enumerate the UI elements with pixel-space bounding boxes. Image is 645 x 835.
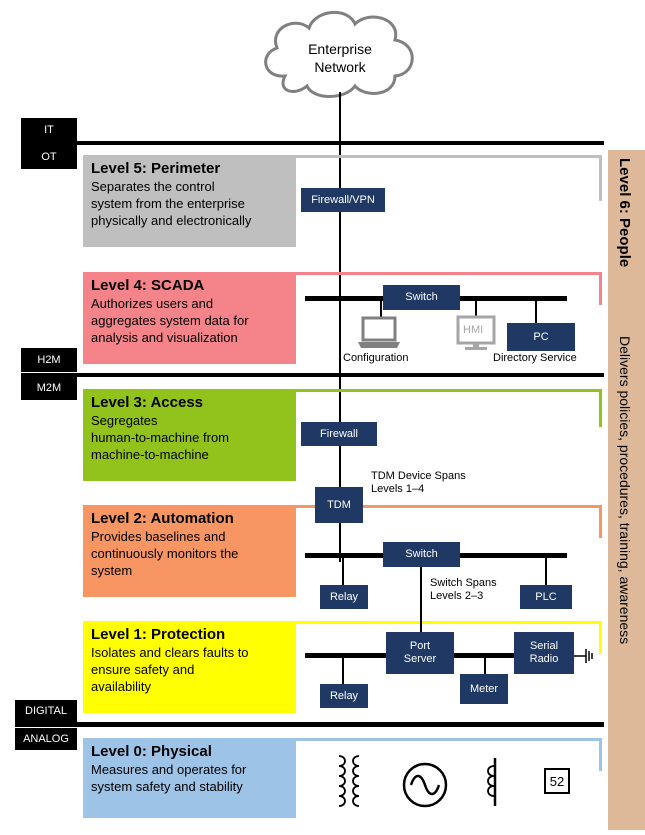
tdm-device: TDM	[315, 487, 363, 523]
level2-desc-3: system	[91, 563, 133, 578]
level6-title: Level 6: People	[616, 158, 633, 268]
level4-box: Level 4: SCADA Authorizes users and aggr…	[83, 272, 296, 364]
level1-desc-2: ensure safety and	[91, 662, 195, 677]
ot-label: OT	[21, 145, 77, 169]
level2-desc-1: Provides baselines and	[91, 529, 226, 544]
level4-desc-3: analysis and visualization	[91, 330, 238, 345]
level5-box: Level 5: Perimeter Separates the control…	[83, 155, 296, 247]
serial-radio-line1: Serial	[529, 640, 559, 652]
level5-desc-1: Separates the control	[91, 179, 215, 194]
port-server-device: Port Server	[386, 632, 454, 674]
level1-desc-3: availability	[91, 679, 151, 694]
config-drop	[380, 296, 382, 318]
level2-desc-2: continuously monitors the	[91, 546, 239, 561]
directory-service-label: Directory Service	[493, 352, 577, 364]
level3-box: Level 3: Access Segregates human-to-mach…	[83, 389, 296, 481]
level3-outline	[296, 389, 602, 427]
relay1-drop	[342, 655, 344, 685]
switch-note: Switch Spans Levels 2–3	[430, 577, 497, 603]
level1-title: Level 1: Protection	[91, 626, 226, 643]
pc-device: PC	[507, 323, 575, 351]
m2m-label: M2M	[21, 376, 77, 400]
breaker-52-icon: 52	[544, 768, 570, 794]
plc-drop	[545, 555, 547, 585]
tdm-note: TDM Device Spans Levels 1–4	[371, 470, 466, 496]
pc-drop	[535, 296, 537, 324]
level0-desc-1: Measures and operates for	[91, 762, 247, 777]
configuration-label: Configuration	[343, 352, 409, 364]
level4-desc-1: Authorizes users and	[91, 296, 214, 311]
current-transformer-icon	[487, 758, 497, 806]
tdm-note-2: Levels 1–4	[371, 483, 425, 495]
firewall-vpn-device: Firewall/VPN	[301, 188, 385, 212]
level1-desc-1: Isolates and clears faults to	[91, 645, 249, 660]
level5-outline	[296, 155, 602, 201]
hmi-drop	[475, 296, 477, 318]
transformer-icon	[338, 755, 360, 807]
cloud-label: Enterprise Network	[285, 40, 395, 76]
meter-drop	[484, 655, 486, 675]
relay2-drop	[342, 555, 344, 585]
level0-outline	[296, 738, 602, 771]
level3-desc-1: Segregates	[91, 413, 158, 428]
enterprise-network-cloud	[264, 10, 414, 98]
level2-title: Level 2: Automation	[91, 510, 234, 527]
level0-box: Level 0: Physical Measures and operates …	[83, 738, 296, 818]
level5-title: Level 5: Perimeter	[91, 160, 221, 177]
main-backbone-line	[339, 92, 341, 562]
level3-title: Level 3: Access	[91, 394, 204, 411]
serial-radio-line2: Radio	[529, 653, 559, 665]
level5-desc-3: physically and electronically	[91, 213, 252, 228]
h2m-label: H2M	[21, 348, 77, 372]
level1-box: Level 1: Protection Isolates and clears …	[83, 621, 296, 713]
digital-label: DIGITAL	[15, 700, 77, 722]
h2m-m2m-boundary	[21, 373, 604, 377]
level2-box: Level 2: Automation Provides baselines a…	[83, 505, 296, 597]
level3-desc-2: human-to-machine from	[91, 430, 229, 445]
firewall-device: Firewall	[301, 422, 377, 446]
relay-level1: Relay	[320, 684, 368, 708]
port-server-line1: Port	[409, 640, 431, 652]
switch-note-1: Switch Spans	[430, 577, 497, 589]
laptop-icon	[358, 316, 400, 348]
it-label: IT	[21, 118, 77, 142]
cloud-line1: Enterprise	[308, 41, 372, 57]
tdm-note-1: TDM Device Spans	[371, 470, 466, 482]
relay-level2: Relay	[320, 585, 368, 609]
meter-device: Meter	[460, 674, 508, 704]
level5-desc-2: system from the enterprise	[91, 196, 245, 211]
switch-level2: Switch	[383, 542, 460, 567]
digital-analog-boundary	[15, 722, 604, 727]
level3-desc-3: machine-to-machine	[91, 447, 209, 462]
level4-outline	[296, 272, 602, 305]
level4-title: Level 4: SCADA	[91, 277, 205, 294]
level6-panel: Level 6: People Delivers policies, proce…	[608, 150, 645, 830]
plc-device: PLC	[520, 585, 572, 609]
ac-source-icon	[402, 762, 448, 808]
level1-outline	[296, 621, 602, 654]
level0-title: Level 0: Physical	[91, 743, 212, 760]
it-ot-boundary	[21, 141, 604, 145]
level6-desc: Delivers policies, procedures, training,…	[617, 336, 633, 645]
port-server-line2: Server	[403, 653, 437, 665]
switch-port-server-link	[420, 567, 422, 632]
hmi-label: HMI	[463, 324, 484, 336]
level4-desc-2: aggregates system data for	[91, 313, 249, 328]
analog-label: ANALOG	[15, 728, 77, 750]
level2-outline	[296, 505, 602, 538]
switch-level4: Switch	[383, 285, 460, 310]
serial-radio-device: Serial Radio	[514, 632, 574, 674]
cloud-line2: Network	[314, 59, 366, 75]
level0-desc-2: system safety and stability	[91, 779, 243, 794]
antenna-ground-icon	[574, 649, 593, 663]
hmi-monitor-icon	[456, 315, 496, 350]
switch-note-2: Levels 2–3	[430, 590, 484, 602]
